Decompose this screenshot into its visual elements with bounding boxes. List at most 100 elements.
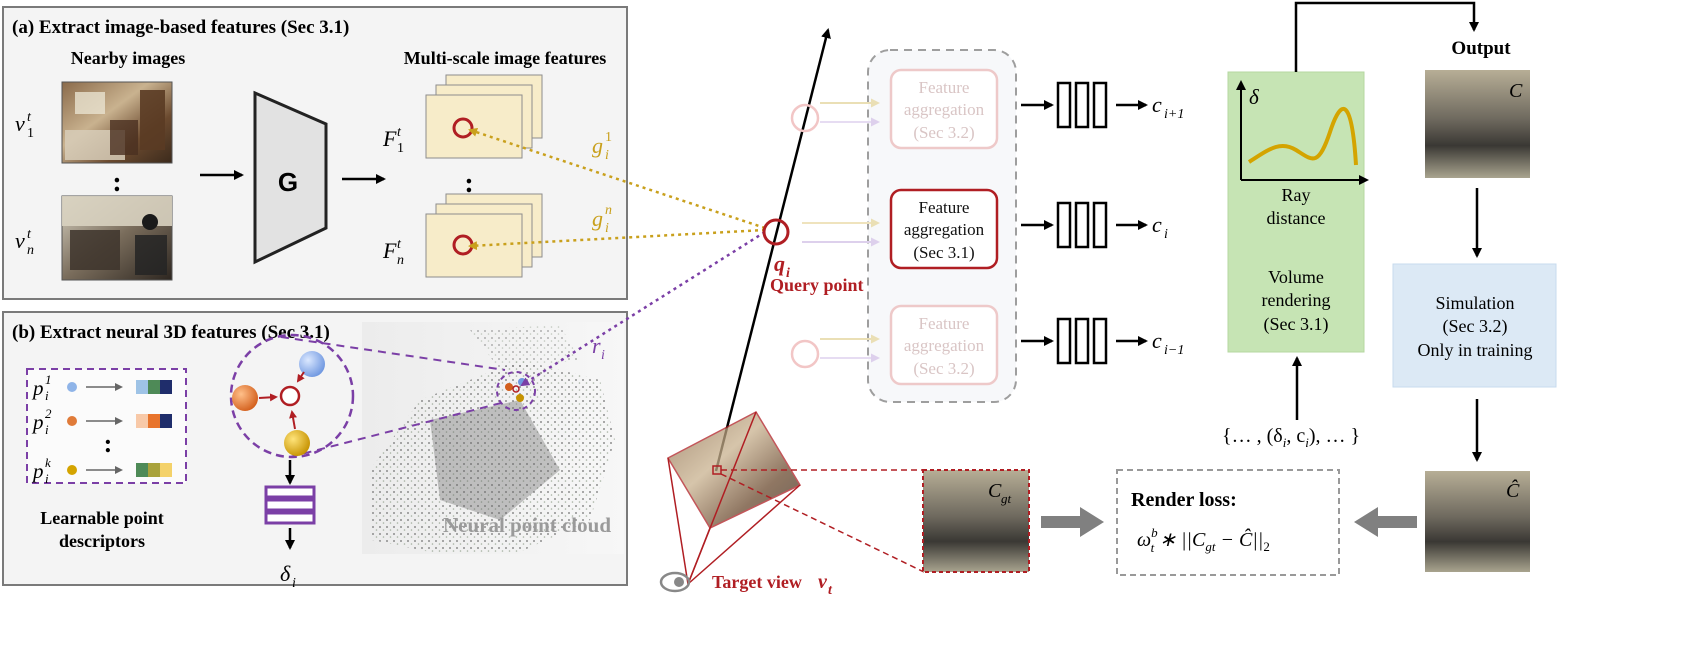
volume-label-1: Volume [1268,267,1324,287]
nearby-image-n [61,195,173,281]
color-output: c [1152,92,1162,117]
descriptors-label-line2: descriptors [59,531,145,551]
svg-text:{… , (δi, ci), … }: {… , (δi, ci), … } [1222,425,1360,450]
sim-to-loss-arrow [1354,507,1417,537]
panel-b: Neural point cloud (b) Extract neural 3D… [2,311,628,591]
simulation-label-1: Simulation [1435,293,1514,313]
images-ellipsis: : [112,167,121,198]
svg-text:Ĉ: Ĉ [1506,478,1520,502]
ground-truth-image: C gt [922,469,1030,573]
g-label-n: g n i [592,203,612,236]
query-label: q i [774,251,790,281]
nearby-image-1 [61,81,173,164]
descriptor-sup: 2 [45,406,52,421]
neighborhood-zoom: δ i [229,333,536,591]
descriptor-sup: 1 [45,372,52,387]
camera-ray: q i Query point [714,28,864,472]
mlp-layer [1056,81,1072,129]
svg-text:g: g [592,133,603,158]
svg-text:n: n [605,203,612,218]
neighbor-point-blue [299,351,325,377]
mlp-layer [1074,81,1090,129]
mlp-layer [1056,201,1072,249]
svg-text:t: t [828,583,833,598]
encoder-g [253,90,328,265]
aggregation-label-3: (Sec 3.2) [913,359,974,378]
mlp-layer [1074,317,1090,365]
mlp-layer [1092,201,1108,249]
sampling-line-n [468,228,766,251]
samples-set: {… , (δi, ci), … } [1222,425,1360,450]
descriptor-point [67,465,77,475]
descriptor-swatch [148,380,160,394]
descriptor-point [67,382,77,392]
aggregation-box [889,304,999,386]
neural-point-cloud: Neural point cloud [362,322,624,554]
feat-label-n: F t n [382,237,404,268]
volume-rendering: δ Ray distance Volume rendering (Sec 3.1… [1227,71,1369,353]
svg-text:v: v [818,571,828,593]
svg-text:C: C [988,480,1002,502]
feature-stack-n [425,193,543,278]
svg-text:C: C [1509,80,1523,102]
plot-ylabel: δ [1249,85,1260,109]
descriptor-sub: i [45,471,49,486]
sampling-lines: g 1 i g n i [468,127,766,251]
color-output: c [1152,212,1162,237]
mlp-layer [1092,317,1108,365]
descriptor-symbol: p [31,459,44,483]
svg-text:F: F [382,238,397,263]
svg-text:gt: gt [1001,491,1012,506]
ray-distance-label-1: Ray [1282,185,1311,205]
query-point-label: Query point [770,275,864,295]
color-output-sub: i [1164,227,1168,242]
svg-text:t: t [397,237,402,252]
sampling-line-1 [468,127,766,230]
volume-label-2: rendering [1262,290,1331,310]
zoom-connector-bottom [289,401,506,458]
color-output-sub: i−1 [1164,343,1184,358]
output-image: C [1425,70,1530,178]
svg-text:1: 1 [605,130,612,145]
descriptor-sub: i [45,422,49,437]
query-point-zoom [279,385,301,407]
simulation-block: Simulation (Sec 3.2) Only in training [1392,263,1557,388]
descriptor-symbol: p [31,410,44,434]
descriptor-point [67,416,77,426]
features-ellipsis: : [464,168,473,199]
volume-rendering-box [1227,71,1365,353]
descriptor-swatch [136,463,148,477]
feature-stack-1 [425,74,543,159]
color-output-sub: i+1 [1164,107,1184,122]
aggregation-label-1: Feature [919,314,970,333]
mlp-layer [1074,201,1090,249]
svg-text:i: i [605,221,609,236]
descriptor-swatch [160,380,172,394]
target-view-var: v t [818,571,833,598]
target-view-label: Target view [712,572,802,592]
aggregation-label-2: aggregation [904,100,985,119]
simulation-box [1392,263,1557,388]
render-loss-box [1116,469,1340,576]
simulation-label-3: Only in training [1418,340,1533,360]
svg-text:g: g [592,206,603,231]
svg-text:δ: δ [280,561,291,586]
descriptor-sup: k [45,455,51,470]
encoder-g-label: G [278,167,298,197]
query-point-marker [762,218,790,246]
aggregation-label-2: aggregation [904,336,985,355]
gt-to-loss-arrow [1041,507,1104,537]
panel-a-title: (a) Extract image-based features (Sec 3.… [12,17,349,38]
svg-text:v: v [15,111,25,136]
output-label: Output [1451,38,1511,59]
svg-text:n: n [397,253,404,268]
descriptor-swatch [136,380,148,394]
